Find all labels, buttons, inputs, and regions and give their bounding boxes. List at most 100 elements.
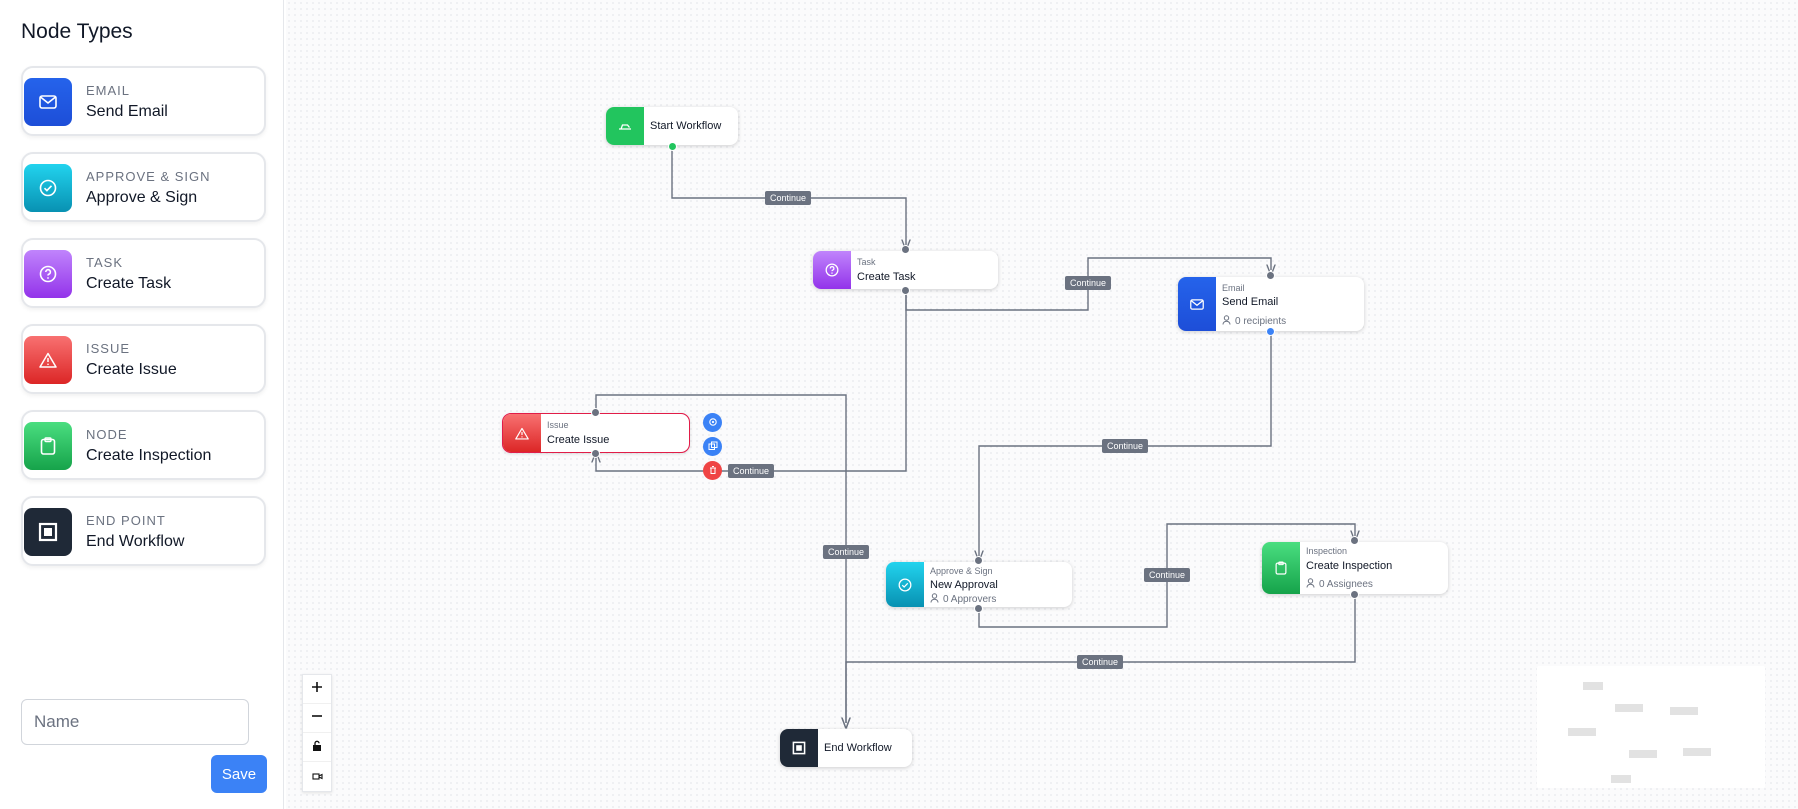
mail-icon bbox=[24, 78, 72, 126]
minimap-node bbox=[1583, 682, 1603, 690]
zoom-in-icon bbox=[311, 680, 323, 698]
node-title: New Approval bbox=[930, 579, 998, 591]
edge-label[interactable]: Continue bbox=[1076, 655, 1124, 669]
workflow-name-input[interactable] bbox=[21, 699, 249, 745]
node-handle-target[interactable] bbox=[974, 556, 983, 565]
check-circle-icon bbox=[886, 562, 924, 607]
start-icon bbox=[606, 107, 644, 145]
node-duplicate-button[interactable] bbox=[703, 437, 722, 456]
node-delete-button[interactable] bbox=[703, 461, 722, 480]
warning-triangle-icon bbox=[503, 414, 541, 452]
node-handle-source[interactable] bbox=[591, 449, 600, 458]
clipboard-icon bbox=[1262, 542, 1300, 594]
node-new-approval[interactable]: Approve & Sign New Approval 0 Approvers bbox=[886, 562, 1072, 607]
node-meta: 0 Assignees bbox=[1306, 578, 1373, 591]
edge-label[interactable]: Continue bbox=[1064, 276, 1112, 290]
palette-item-approve-sign[interactable]: APPROVE & SIGN Approve & Sign bbox=[21, 152, 266, 222]
node-create-issue[interactable]: Issue Create Issue bbox=[502, 413, 690, 453]
zoom-out-button[interactable] bbox=[303, 704, 331, 733]
palette-item-send-email[interactable]: EMAIL Send Email bbox=[21, 66, 266, 136]
node-title: Create Task bbox=[857, 271, 916, 283]
node-type-label: Email bbox=[1222, 283, 1245, 293]
recipients-count: 0 recipients bbox=[1235, 316, 1287, 327]
fit-view-icon bbox=[311, 768, 323, 786]
node-handle-source[interactable] bbox=[974, 604, 983, 613]
minimap-node bbox=[1683, 748, 1711, 756]
copy-icon bbox=[708, 438, 718, 456]
approvers-count: 0 Approvers bbox=[943, 594, 997, 605]
node-start-workflow[interactable]: Start Workflow bbox=[606, 107, 738, 145]
palette-item-end-workflow[interactable]: END POINT End Workflow bbox=[21, 496, 266, 566]
node-create-task[interactable]: Task Create Task bbox=[813, 251, 998, 289]
zoom-out-icon bbox=[311, 709, 323, 727]
palette-item-create-inspection[interactable]: NODE Create Inspection bbox=[21, 410, 266, 480]
node-handle-source[interactable] bbox=[668, 142, 677, 151]
question-circle-icon bbox=[813, 251, 851, 289]
node-send-email[interactable]: Email Send Email 0 recipients bbox=[1178, 277, 1364, 331]
sidebar-title: Node Types bbox=[21, 20, 133, 43]
user-icon bbox=[930, 593, 939, 606]
trash-icon bbox=[708, 462, 718, 480]
node-handle-target[interactable] bbox=[591, 408, 600, 417]
node-handle-source[interactable] bbox=[1266, 327, 1275, 336]
question-circle-icon bbox=[24, 250, 72, 298]
edge-label[interactable]: Continue bbox=[822, 545, 870, 559]
edge-label[interactable]: Continue bbox=[764, 191, 812, 205]
node-type-label: Task bbox=[857, 257, 876, 267]
edge-label[interactable]: Continue bbox=[1143, 568, 1191, 582]
minimap[interactable] bbox=[1537, 666, 1765, 788]
node-settings-button[interactable] bbox=[703, 413, 722, 432]
palette-item-type: NODE bbox=[86, 427, 128, 442]
palette-item-type: EMAIL bbox=[86, 83, 131, 98]
palette-item-type: TASK bbox=[86, 255, 123, 270]
palette-item-name: Approve & Sign bbox=[86, 189, 198, 206]
node-meta: 0 recipients bbox=[1222, 315, 1286, 328]
node-create-inspection[interactable]: Inspection Create Inspection 0 Assignees bbox=[1262, 542, 1448, 594]
node-type-label: Issue bbox=[547, 420, 569, 430]
node-type-label: Approve & Sign bbox=[930, 566, 993, 576]
palette-item-name: Create Inspection bbox=[86, 447, 212, 464]
node-end-workflow[interactable]: End Workflow bbox=[780, 729, 912, 767]
minimap-node bbox=[1568, 728, 1596, 736]
node-handle-target[interactable] bbox=[901, 245, 910, 254]
stop-square-icon bbox=[780, 729, 818, 767]
palette-item-name: Create Issue bbox=[86, 361, 177, 378]
node-title: Send Email bbox=[1222, 296, 1279, 308]
gear-icon bbox=[708, 414, 718, 432]
node-handle-source[interactable] bbox=[901, 286, 910, 295]
node-handle-source[interactable] bbox=[1350, 590, 1359, 599]
assignees-count: 0 Assignees bbox=[1319, 579, 1373, 590]
palette-item-create-issue[interactable]: ISSUE Create Issue bbox=[21, 324, 266, 394]
lock-icon bbox=[312, 738, 322, 756]
fit-view-button[interactable] bbox=[303, 762, 331, 791]
user-icon bbox=[1306, 578, 1315, 591]
node-handle-target[interactable] bbox=[1266, 271, 1275, 280]
check-circle-icon bbox=[24, 164, 72, 212]
lock-button[interactable] bbox=[303, 733, 331, 762]
node-types-sidebar: Node Types EMAIL Send Email APPROVE & SI… bbox=[0, 0, 284, 809]
clipboard-icon bbox=[24, 422, 72, 470]
palette-item-name: Create Task bbox=[86, 275, 172, 292]
node-title: Create Inspection bbox=[1306, 560, 1393, 572]
node-meta: 0 Approvers bbox=[930, 593, 996, 606]
warning-triangle-icon bbox=[24, 336, 72, 384]
node-title: End Workflow bbox=[824, 742, 892, 754]
node-handle-target[interactable] bbox=[1350, 536, 1359, 545]
edge-label[interactable]: Continue bbox=[727, 464, 775, 478]
minimap-node bbox=[1615, 704, 1643, 712]
palette-item-name: Send Email bbox=[86, 103, 168, 120]
zoom-in-button[interactable] bbox=[303, 675, 331, 704]
edge-label[interactable]: Continue bbox=[1101, 439, 1149, 453]
minimap-node bbox=[1670, 707, 1698, 715]
minimap-node bbox=[1629, 750, 1657, 758]
canvas-controls bbox=[302, 674, 332, 792]
save-button[interactable]: Save bbox=[211, 755, 267, 793]
node-title: Start Workflow bbox=[650, 120, 722, 132]
palette-item-type: ISSUE bbox=[86, 341, 131, 356]
palette-item-create-task[interactable]: TASK Create Task bbox=[21, 238, 266, 308]
minimap-node bbox=[1611, 775, 1631, 783]
stop-square-icon bbox=[24, 508, 72, 556]
palette-item-type: END POINT bbox=[86, 513, 166, 528]
palette-item-type: APPROVE & SIGN bbox=[86, 169, 211, 184]
user-icon bbox=[1222, 315, 1231, 328]
